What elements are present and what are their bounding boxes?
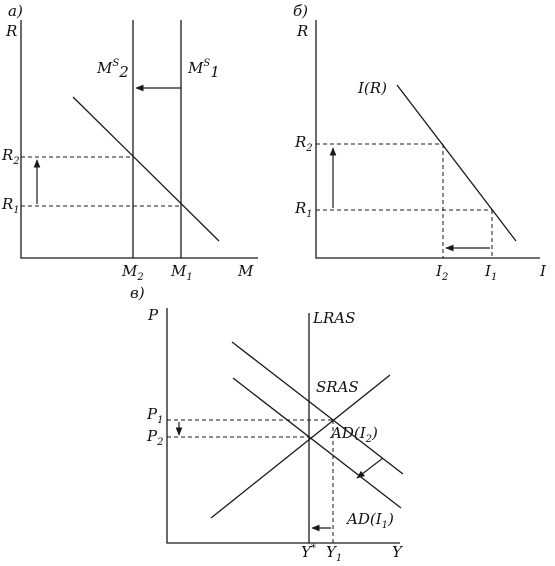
panel-a-money-market: а) R M MS2 MS1 R2 R1 M2 M1 — [1, 2, 258, 283]
panel-c-letter: в) — [130, 284, 145, 302]
panel-b-curve-label: I(R) — [357, 79, 387, 97]
panel-b-investment: б) R I I(R) R2 R1 I2 I1 — [293, 2, 547, 283]
panel-b-i2-label: I2 — [435, 262, 448, 283]
panel-a-m1-label: M1 — [170, 262, 193, 283]
panel-c-y-axis-label: P — [147, 306, 159, 324]
panel-c-sras-line — [210, 374, 391, 519]
panel-c-x-axis-label: Y — [392, 543, 404, 561]
panel-b-investment-curve — [396, 84, 517, 242]
panel-a-m2-label: M2 — [121, 262, 144, 283]
panel-c-p1-label: P1 — [146, 405, 163, 426]
panel-a-x-axis-label: M — [237, 262, 254, 280]
panel-c-sras-label: SRAS — [316, 378, 359, 396]
panel-c-ad-shift-arrow — [356, 457, 384, 479]
panel-c-ad-i2-line — [231, 341, 404, 475]
panel-a-y-axis-label: R — [5, 22, 17, 40]
panel-b-r1-label: R1 — [294, 199, 313, 220]
panel-b-letter: б) — [293, 2, 308, 20]
panel-c-lras-label: LRAS — [312, 309, 355, 327]
panel-c-ad-as: в) P Y LRAS SRAS AD(I2) AD(I1) P1 P2 Y* … — [130, 284, 404, 564]
panel-a-axes — [20, 20, 258, 259]
panel-b-x-axis-label: I — [539, 262, 547, 280]
panel-a-ms1-label: MS1 — [187, 58, 220, 81]
panel-a-r1-label: R1 — [1, 195, 20, 216]
panel-c-p2-label: P2 — [146, 427, 163, 448]
panel-c-ad-i1-label: AD(I1) — [345, 510, 394, 531]
panel-c-y1-label: Y1 — [326, 543, 342, 564]
panel-a-demand-line — [72, 96, 220, 242]
panel-a-r2-label: R2 — [1, 146, 20, 167]
panel-b-y-axis-label: R — [296, 22, 308, 40]
panel-c-ad-i1-line — [232, 377, 402, 509]
panel-b-r2-label: R2 — [294, 133, 313, 154]
panel-c-ystar-label: Y* — [301, 543, 316, 561]
panel-a-letter: а) — [8, 2, 23, 20]
panel-b-i1-label: I1 — [484, 262, 497, 283]
panel-c-axes — [166, 308, 400, 544]
panel-b-axes — [315, 20, 540, 259]
panel-a-ms2-label: MS2 — [96, 58, 129, 81]
panel-c-ad-i2-label: AD(I2) — [329, 424, 378, 445]
